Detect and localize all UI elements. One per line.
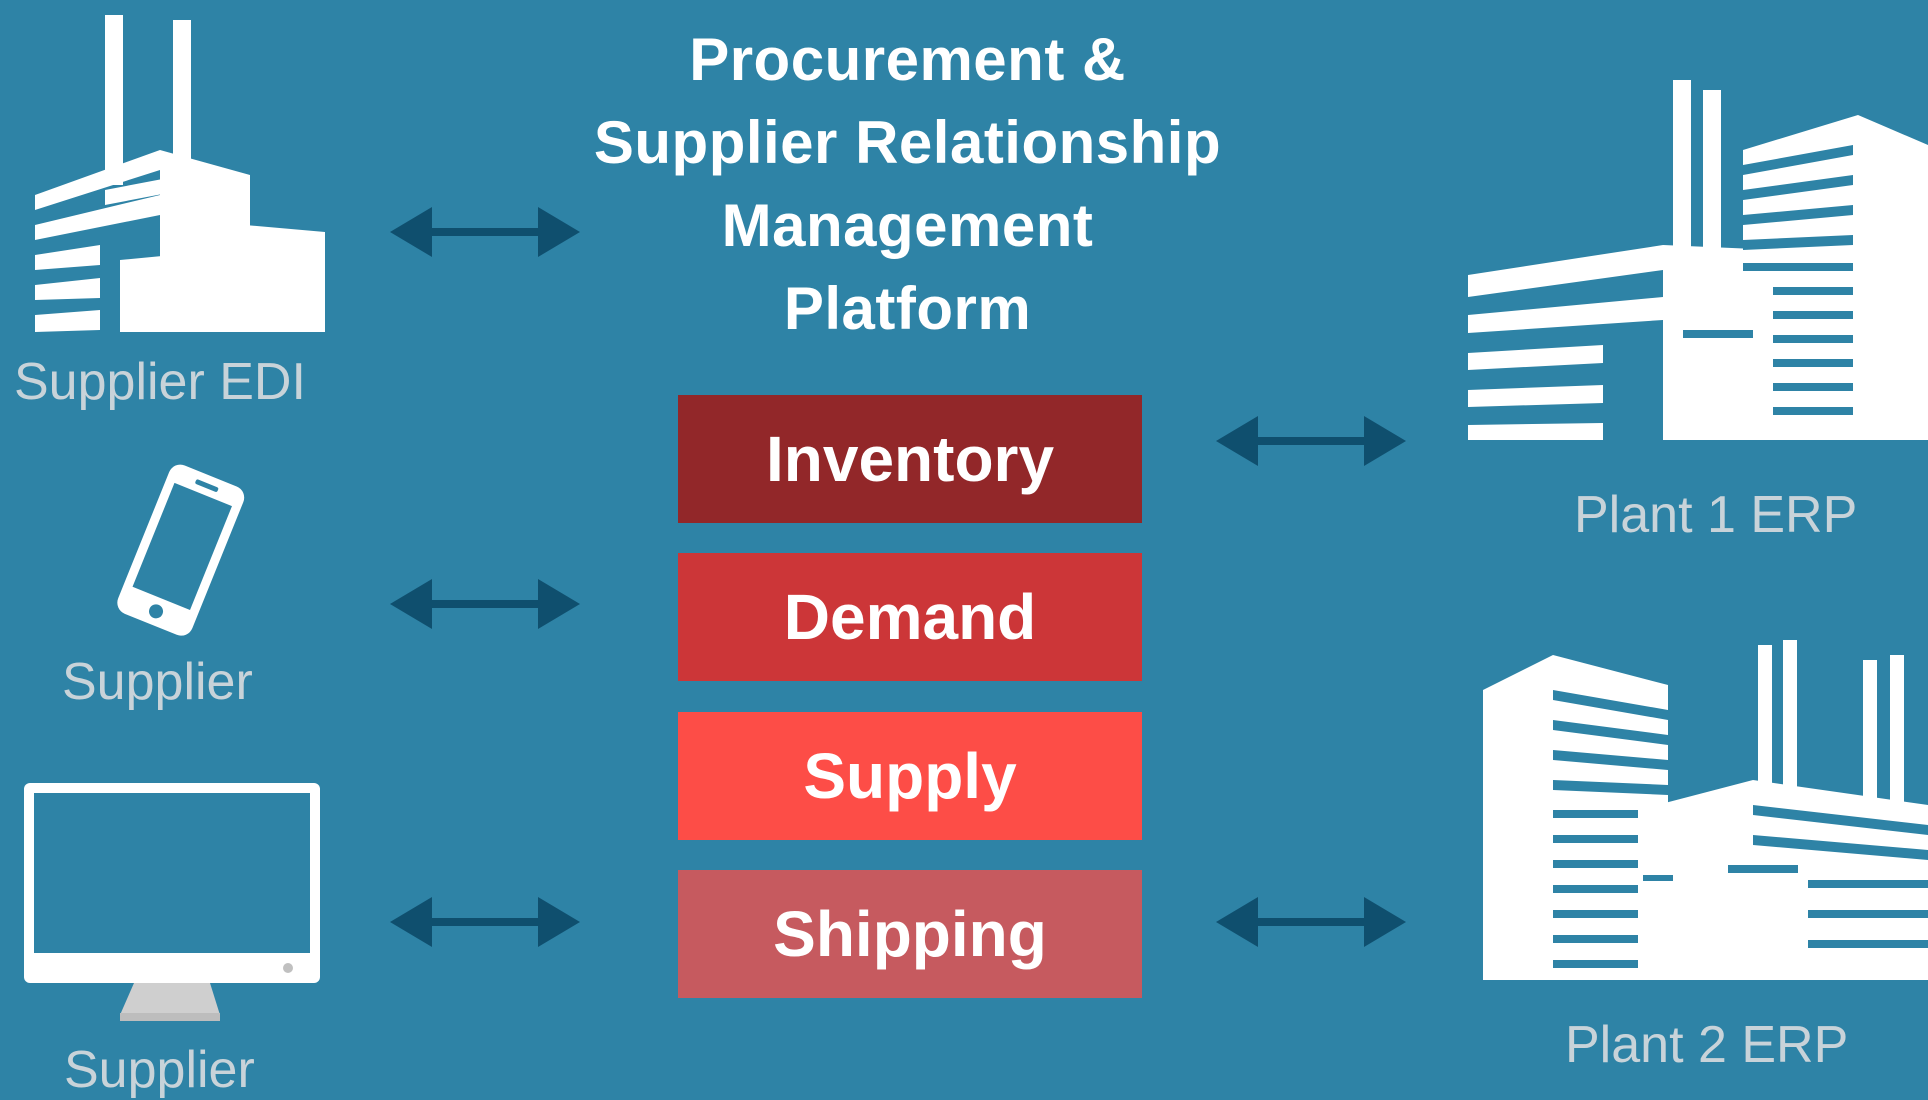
double-arrow-icon xyxy=(390,579,580,629)
title-line-2: Supplier Relationship xyxy=(593,109,1222,176)
plant-1-erp-label: Plant 1 ERP xyxy=(1574,486,1858,544)
mobile-phone-icon xyxy=(100,460,260,645)
shipping-block: Shipping xyxy=(678,870,1142,998)
plant-2-erp-label: Plant 2 ERP xyxy=(1565,1016,1849,1074)
demand-block: Demand xyxy=(678,553,1142,681)
title-line-1: Procurement & xyxy=(689,26,1126,93)
plant-building-icon xyxy=(1468,75,1928,445)
double-arrow-icon xyxy=(390,897,580,947)
double-arrow-icon xyxy=(390,207,580,257)
supplier-phone-label: Supplier xyxy=(62,653,253,711)
supply-block: Supply xyxy=(678,712,1142,840)
factory-icon xyxy=(30,10,330,335)
platform-title: Procurement & Supplier Relationship Mana… xyxy=(520,18,1295,350)
demand-label: Demand xyxy=(783,581,1037,653)
supplier-desktop-label: Supplier xyxy=(64,1041,255,1099)
inventory-block: Inventory xyxy=(678,395,1142,523)
title-line-4: Platform xyxy=(783,275,1032,342)
inventory-label: Inventory xyxy=(765,423,1055,495)
shipping-label: Shipping xyxy=(773,898,1047,970)
double-arrow-icon xyxy=(1216,416,1406,466)
title-line-3: Management xyxy=(721,192,1094,259)
plant-building-icon xyxy=(1478,635,1928,985)
supplier-edi-label: Supplier EDI xyxy=(14,353,306,411)
double-arrow-icon xyxy=(1216,897,1406,947)
desktop-monitor-icon xyxy=(24,783,324,1028)
supply-label: Supply xyxy=(803,740,1017,812)
